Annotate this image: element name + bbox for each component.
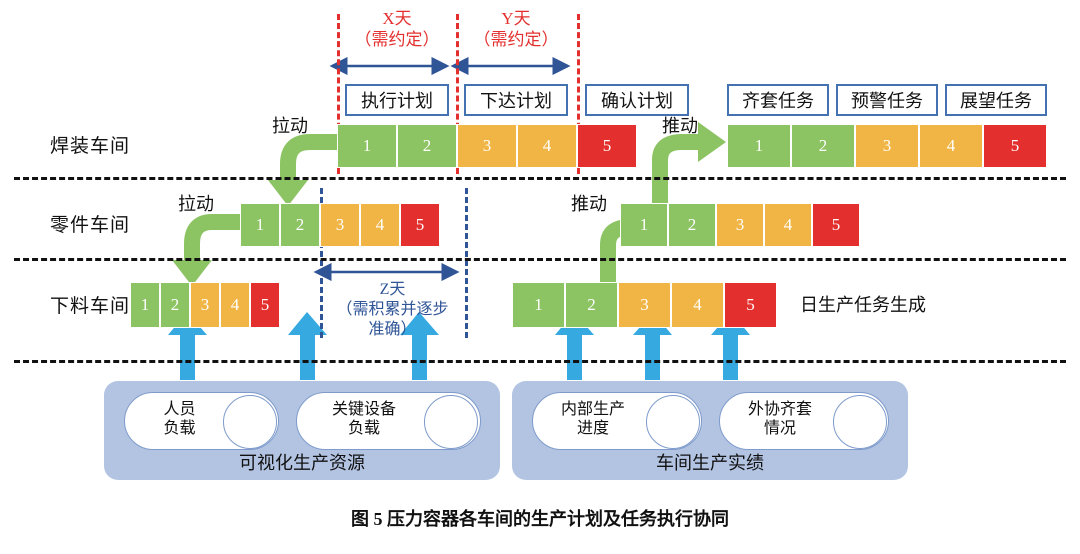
task-block-parts-left-3[interactable]: 3	[320, 203, 360, 247]
row-label-cutting: 下料车间	[50, 296, 131, 317]
task-block-cutting-left-1[interactable]: 1	[130, 282, 160, 328]
plan-box-issue[interactable]: 下达计划	[464, 84, 568, 116]
row-label-welding: 焊装车间	[50, 136, 131, 157]
task-box-early-warning[interactable]: 预警任务	[836, 84, 938, 116]
pull-label-2: 拉动	[178, 194, 214, 214]
task-block-welding-left-2[interactable]: 2	[397, 124, 457, 168]
internal-progress-gauge-icon	[646, 395, 700, 449]
plan-box-issue-label: 下达计划	[480, 91, 552, 111]
pill-internal-progress-line2: 进度	[576, 420, 609, 437]
pill-internal-progress-line1: 内部生产	[560, 401, 625, 418]
push-label-1: 推动	[662, 116, 698, 136]
x-days-label: X天	[382, 9, 412, 28]
red-dash-line-mid	[456, 14, 459, 174]
z-days-label: Z天	[379, 281, 406, 298]
panel-workshop-performance: 内部生产 进度 外协齐套 情况 车间生产实绩	[512, 381, 908, 480]
task-block-cutting-right-5[interactable]: 5	[724, 282, 777, 328]
pill-key-equipment-load-line2: 负载	[347, 420, 380, 437]
y-days-sub: （需约定）	[473, 30, 559, 49]
task-block-cutting-left-3[interactable]: 3	[190, 282, 220, 328]
task-block-cutting-left-4[interactable]: 4	[220, 282, 250, 328]
z-days-annotation: Z天 （需积累并逐步 准确）	[315, 280, 470, 340]
task-block-parts-left-1[interactable]: 1	[240, 203, 280, 247]
task-block-parts-right-1[interactable]: 1	[620, 203, 668, 247]
pill-outsourcing-status-line2: 情况	[763, 420, 796, 437]
row-separator-2	[14, 258, 1066, 261]
task-block-welding-left-3[interactable]: 3	[457, 124, 517, 168]
row-label-parts: 零件车间	[50, 215, 131, 236]
task-block-welding-right-3[interactable]: 3	[855, 124, 919, 168]
task-box-complete-set-label: 齐套任务	[742, 91, 814, 111]
pill-internal-progress-text: 内部生产 进度	[538, 400, 648, 438]
red-dash-line-end	[577, 14, 580, 174]
task-block-cutting-right-4[interactable]: 4	[671, 282, 724, 328]
task-box-outlook[interactable]: 展望任务	[945, 84, 1047, 116]
z-days-sub-1: （需积累并逐步	[336, 301, 449, 318]
y-days-label: Y天	[501, 9, 531, 28]
x-days-sub: （需约定）	[354, 30, 440, 49]
panel-visual-resources-title: 可视化生产资源	[239, 453, 365, 473]
z-days-sub-2: 准确）	[368, 321, 417, 338]
pill-outsourcing-status-line1: 外协齐套	[747, 401, 812, 418]
daily-task-generation-label: 日生产任务生成	[800, 295, 926, 315]
personnel-load-gauge-icon	[223, 395, 277, 449]
x-days-annotation: X天 （需约定）	[345, 8, 449, 50]
task-block-parts-left-5[interactable]: 5	[400, 203, 440, 247]
row-separator-1	[14, 177, 1066, 180]
task-block-welding-right-5[interactable]: 5	[983, 124, 1047, 168]
task-block-welding-left-5[interactable]: 5	[577, 124, 637, 168]
pull-arrow-parts-to-cutting	[172, 214, 243, 286]
task-block-parts-right-5[interactable]: 5	[812, 203, 860, 247]
plan-box-exec[interactable]: 执行计划	[345, 84, 449, 116]
pill-personnel-load-line2: 负载	[163, 420, 196, 437]
task-block-cutting-left-2[interactable]: 2	[160, 282, 190, 328]
pill-personnel-load-text: 人员 负载	[132, 400, 227, 438]
pill-key-equipment-load-text: 关键设备 负载	[302, 400, 426, 438]
task-block-welding-right-2[interactable]: 2	[791, 124, 855, 168]
task-block-welding-right-1[interactable]: 1	[727, 124, 791, 168]
figure-caption: 图 5 压力容器各车间的生产计划及任务执行协同	[351, 509, 729, 529]
pull-label-1: 拉动	[272, 116, 308, 136]
task-block-parts-left-2[interactable]: 2	[280, 203, 320, 247]
task-block-parts-left-4[interactable]: 4	[360, 203, 400, 247]
task-block-welding-right-4[interactable]: 4	[919, 124, 983, 168]
blue-dash-line-left	[320, 188, 323, 338]
task-block-welding-left-1[interactable]: 1	[337, 124, 397, 168]
task-block-parts-right-2[interactable]: 2	[668, 203, 716, 247]
pill-key-equipment-load-line1: 关键设备	[331, 401, 396, 418]
blue-dash-line-right	[465, 188, 468, 338]
task-block-parts-right-4[interactable]: 4	[764, 203, 812, 247]
plan-box-confirm[interactable]: 确认计划	[585, 84, 689, 116]
task-box-early-warning-label: 预警任务	[851, 91, 923, 111]
y-days-annotation: Y天 （需约定）	[464, 8, 568, 50]
task-block-cutting-right-3[interactable]: 3	[618, 282, 671, 328]
panel-visual-resources: 人员 负载 关键设备 负载 可视化生产资源	[104, 381, 500, 480]
pill-outsourcing-status-text: 外协齐套 情况	[725, 400, 835, 438]
task-block-cutting-left-5[interactable]: 5	[250, 282, 280, 328]
panel-workshop-performance-title: 车间生产实绩	[656, 453, 764, 473]
task-box-outlook-label: 展望任务	[960, 91, 1032, 111]
task-block-cutting-right-1[interactable]: 1	[512, 282, 565, 328]
key-equipment-load-gauge-icon	[424, 395, 478, 449]
plan-box-exec-label: 执行计划	[361, 91, 433, 111]
task-box-complete-set[interactable]: 齐套任务	[727, 84, 829, 116]
red-dash-line-start	[337, 14, 340, 174]
task-block-parts-right-3[interactable]: 3	[716, 203, 764, 247]
push-label-2: 推动	[571, 194, 607, 214]
pill-personnel-load-line1: 人员	[163, 401, 196, 418]
row-separator-3	[14, 360, 1066, 363]
plan-box-confirm-label: 确认计划	[601, 91, 673, 111]
outsourcing-status-gauge-icon	[833, 395, 887, 449]
task-block-cutting-right-2[interactable]: 2	[565, 282, 618, 328]
task-block-welding-left-4[interactable]: 4	[517, 124, 577, 168]
pull-arrow-welding-to-parts	[268, 134, 342, 206]
